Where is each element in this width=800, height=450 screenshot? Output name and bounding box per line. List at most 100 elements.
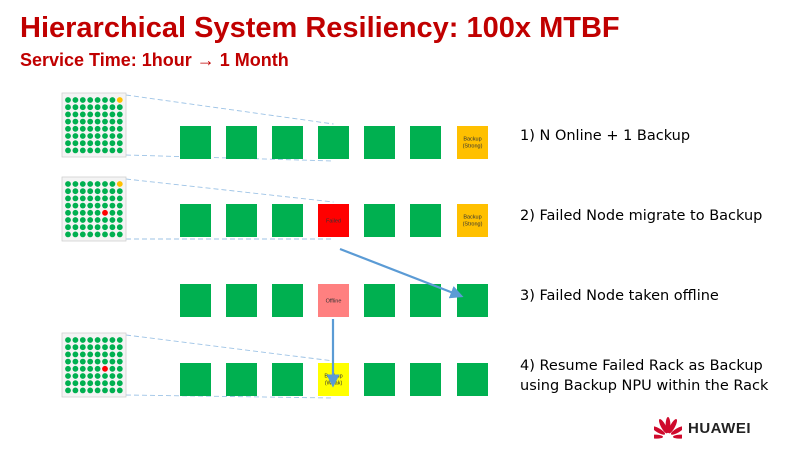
npu-dot [102,387,108,394]
npu-dot [102,111,108,118]
node-online [272,363,303,396]
npu-dot [79,97,86,103]
zoom-connector [125,154,334,162]
npu-dot [102,358,108,365]
npu-dot [79,147,86,154]
node-failed [318,204,349,237]
npu-dot [79,351,86,358]
npu-dot [79,133,86,139]
node-online [410,204,441,237]
npu-dot [116,351,123,358]
npu-dot [72,181,79,187]
rack-thumbnail [61,332,127,398]
node-online [457,363,488,396]
npu-dot [109,337,116,343]
migration-arrows [326,247,464,388]
npu-dot [72,202,79,209]
node-online [180,126,211,159]
zoom-connector [125,394,334,399]
node-online [410,363,441,396]
npu-dot [109,387,116,394]
npu-dot [109,140,116,147]
npu-dot [94,125,101,132]
npu-dot [79,188,86,195]
brand-name: HUAWEI [688,419,751,437]
npu-dot [87,387,94,394]
npu-dot [79,344,86,351]
row-4-caption-line-1: 4) Resume Failed Rack as Backup [520,358,763,374]
node-online [272,284,303,317]
npu-dot [116,344,123,351]
npu-dot [79,125,86,132]
npu-dot [94,104,101,111]
npu-dot [87,231,94,238]
npu-dot [116,125,123,132]
node-online [364,204,395,237]
zoom-connector [125,94,334,125]
npu-dot [109,195,116,202]
npu-dot [94,224,101,231]
npu-dot [109,365,116,372]
row-1-caption: 1) N Online + 1 Backup [520,128,691,144]
npu-dot [87,365,94,372]
npu-dot [87,181,94,187]
npu-dot [79,224,86,231]
npu-dot [102,147,108,154]
npu-dot [72,133,79,139]
npu-dot [102,188,108,195]
npu-dot [116,181,123,187]
npu-dot [116,337,123,343]
npu-dot [79,118,86,125]
npu-dot [109,217,116,223]
npu-dot [65,373,71,379]
npu-dot [72,224,79,231]
node-online [272,204,303,237]
npu-dot [65,351,71,358]
npu-dot [94,188,101,195]
npu-dot [87,224,94,231]
npu-dot [72,104,79,111]
npu-dot [102,104,108,111]
npu-dot [72,140,79,147]
node-label: Offline [326,299,342,305]
npu-dot [116,209,123,216]
npu-dot [102,351,108,358]
npu-dot [116,387,123,394]
npu-dot [79,111,86,118]
npu-dot [87,140,94,147]
npu-dot [79,387,86,394]
npu-dot [102,202,108,209]
npu-dot [116,195,123,202]
npu-dot [109,118,116,125]
npu-dot [72,217,79,223]
node-backup-strong [457,204,488,237]
npu-dot [87,202,94,209]
npu-dot [94,202,101,209]
npu-dot [102,125,108,132]
npu-dot [65,118,71,125]
npu-dot [94,231,101,238]
npu-dot [116,133,123,139]
npu-dot [72,344,79,351]
npu-dot [109,202,116,209]
npu-dot [116,380,123,387]
npu-dot [102,337,108,343]
huawei-petal-logo-icon [654,417,682,439]
npu-dot [94,111,101,118]
npu-dot [94,209,101,216]
npu-dot [72,337,79,343]
npu-dot [109,147,116,154]
npu-dot [65,125,71,132]
node-label: Backup(Strong) [463,215,483,228]
npu-dot [94,195,101,202]
npu-dot [87,195,94,202]
migration-arrow [339,247,464,299]
node-online [180,363,211,396]
npu-dot [116,118,123,125]
npu-dot [87,344,94,351]
npu-dot [116,104,123,111]
node-online [318,126,349,159]
npu-dot [87,133,94,139]
npu-dot [65,365,71,372]
